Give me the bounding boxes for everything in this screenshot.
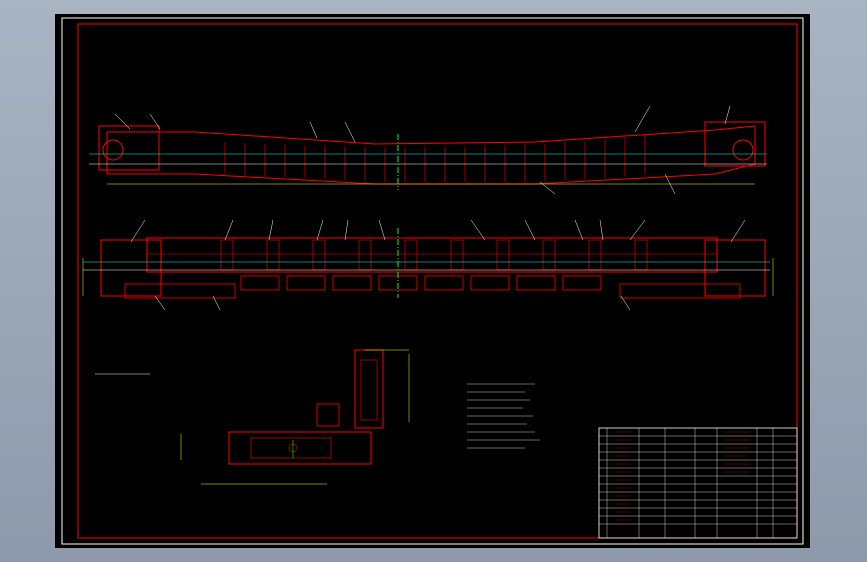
section-dimension-outline xyxy=(180,349,410,485)
section-column-inner xyxy=(360,359,378,421)
plan-main-girder xyxy=(146,237,718,273)
section-base-beam xyxy=(228,431,372,465)
plan-leaders xyxy=(130,219,746,311)
left-end-carriage xyxy=(98,125,160,171)
left-wheel xyxy=(102,139,124,161)
cad-drawing xyxy=(61,17,804,545)
right-end-carriage xyxy=(704,121,766,167)
section-column xyxy=(354,349,384,429)
technical-notes xyxy=(467,383,540,449)
plan-right-end-truck xyxy=(704,239,766,297)
plan-left-bogie xyxy=(124,283,236,299)
front-elevation-view xyxy=(89,105,767,195)
elevation-stiffeners xyxy=(224,135,646,182)
section-detail-view xyxy=(95,349,410,485)
cad-viewport[interactable] xyxy=(55,14,810,548)
right-wheel xyxy=(732,139,754,161)
plan-left-end-truck xyxy=(100,239,162,297)
section-hatch-block xyxy=(316,403,340,427)
sheet-outer-frame xyxy=(61,17,804,545)
plan-cross-members xyxy=(220,239,648,271)
elevation-beam xyxy=(106,125,756,185)
sheet-inner-frame xyxy=(77,23,798,539)
title-block xyxy=(598,427,798,539)
section-base-inner xyxy=(250,437,332,459)
elevation-leaders xyxy=(114,105,731,195)
plan-right-bogie xyxy=(619,283,741,299)
top-plan-view xyxy=(82,219,774,311)
plan-lower-pads xyxy=(240,275,602,291)
